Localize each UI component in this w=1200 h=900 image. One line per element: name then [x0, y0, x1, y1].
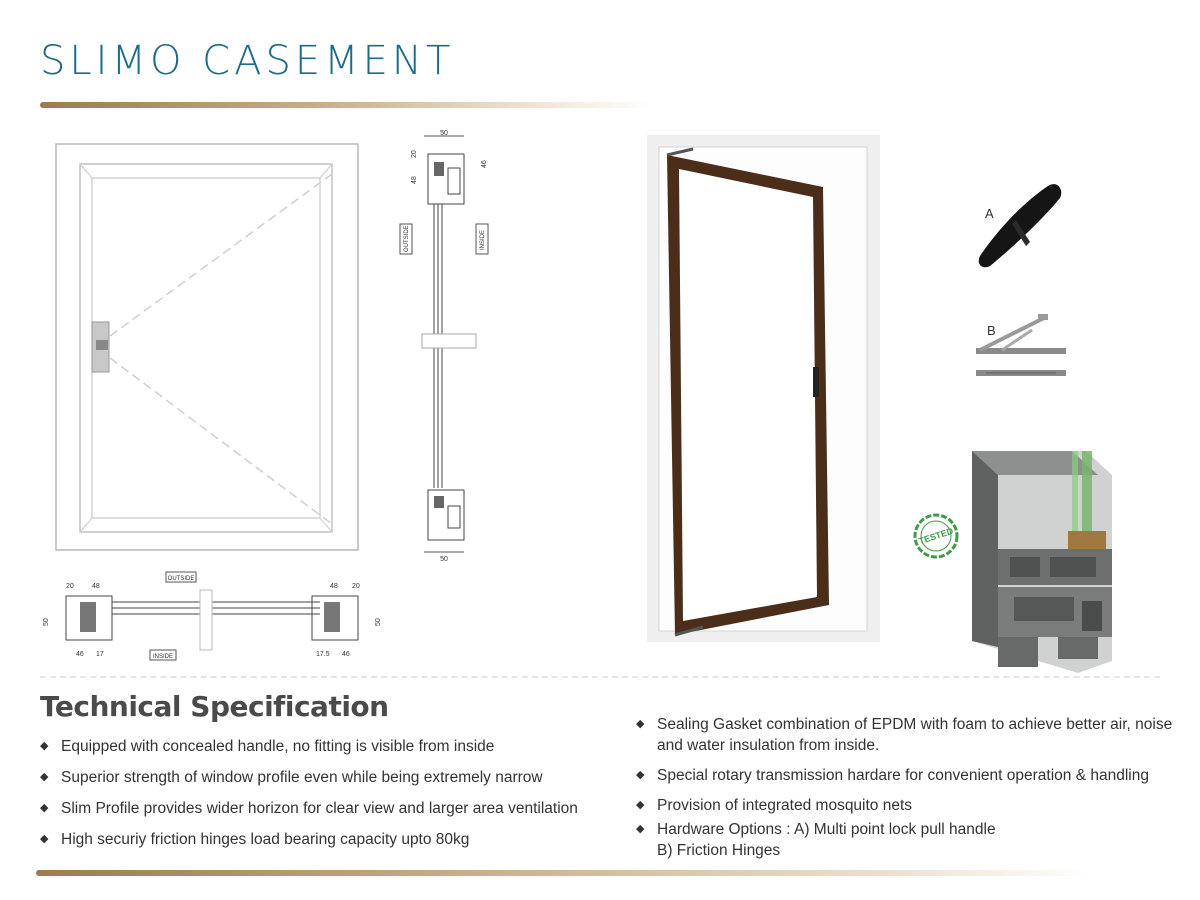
section-inside-label: INSIDE [480, 230, 486, 250]
dim-50-right: 50 [375, 618, 382, 626]
dim-48-top: 48 [411, 176, 418, 184]
hardware-label-a: A [985, 206, 994, 221]
spec-item-text: Provision of integrated mosquito nets [657, 797, 913, 814]
title-underline [40, 102, 655, 108]
section-divider [40, 676, 1160, 678]
dim-50-bottom: 50 [440, 556, 448, 563]
spec-item-hardware-options: Hardware Options : A) Multi point lock p… [636, 819, 1176, 861]
section-outside-label: OUTSIDE [404, 225, 410, 252]
casement-window-photo [647, 135, 880, 642]
footer-rule [36, 870, 1096, 876]
profile-cross-section-image [972, 451, 1112, 673]
dim-48-left: 48 [92, 583, 100, 590]
dim-46-left: 46 [76, 651, 84, 658]
spec-item: Special rotary transmission hardare for … [636, 765, 1176, 786]
vertical-section-drawing: 50 48 46 20 OUTSIDE INSIDE 50 [399, 130, 489, 563]
spec-heading: Technical Specification [40, 690, 389, 723]
spec-list-right: Sealing Gasket combination of EPDM with … [636, 714, 1176, 861]
spec-item-text: Hardware Options : A) Multi point lock p… [657, 821, 996, 838]
dim-17-left: 17 [96, 651, 104, 658]
lock-pull-handle-image [978, 184, 1062, 268]
spec-item: High securiy friction hinges load bearin… [40, 829, 620, 850]
horizontal-inside-label: INSIDE [153, 654, 173, 660]
tested-badge-icon: TESTED [913, 513, 959, 559]
dim-17-5-right: 17.5 [316, 651, 330, 658]
spec-item: Equipped with concealed handle, no fitti… [40, 736, 620, 757]
spec-item: Slim Profile provides wider horizon for … [40, 798, 620, 819]
dim-50-left: 50 [43, 618, 50, 626]
page-title: SLIMO CASEMENT [40, 38, 455, 84]
dim-20-top: 20 [411, 150, 418, 158]
spec-item-text: Sealing Gasket combination of EPDM with … [657, 716, 1173, 754]
dim-20-left: 20 [66, 583, 74, 590]
spec-item: Sealing Gasket combination of EPDM with … [636, 714, 1176, 756]
horizontal-outside-label: OUTSIDE [168, 576, 195, 582]
elevation-drawing [55, 143, 359, 551]
spec-item-text: Special rotary transmission hardare for … [657, 767, 1149, 784]
dim-46-right: 46 [342, 651, 350, 658]
horizontal-section-drawing: OUTSIDE 20 48 48 20 50 50 46 17 17.5 46 … [43, 571, 382, 661]
hardware-option-b: B) Friction Hinges [657, 842, 781, 859]
dim-50-top: 50 [440, 130, 448, 137]
dim-20-right: 20 [352, 583, 360, 590]
dim-46-top: 46 [481, 160, 488, 168]
hardware-label-b: B [987, 323, 996, 338]
friction-hinge-image [976, 314, 1066, 376]
spec-list-left: Equipped with concealed handle, no fitti… [40, 736, 620, 860]
spec-item: Provision of integrated mosquito nets [636, 795, 1176, 816]
spec-item: Superior strength of window profile even… [40, 767, 620, 788]
dim-48-right: 48 [330, 583, 338, 590]
